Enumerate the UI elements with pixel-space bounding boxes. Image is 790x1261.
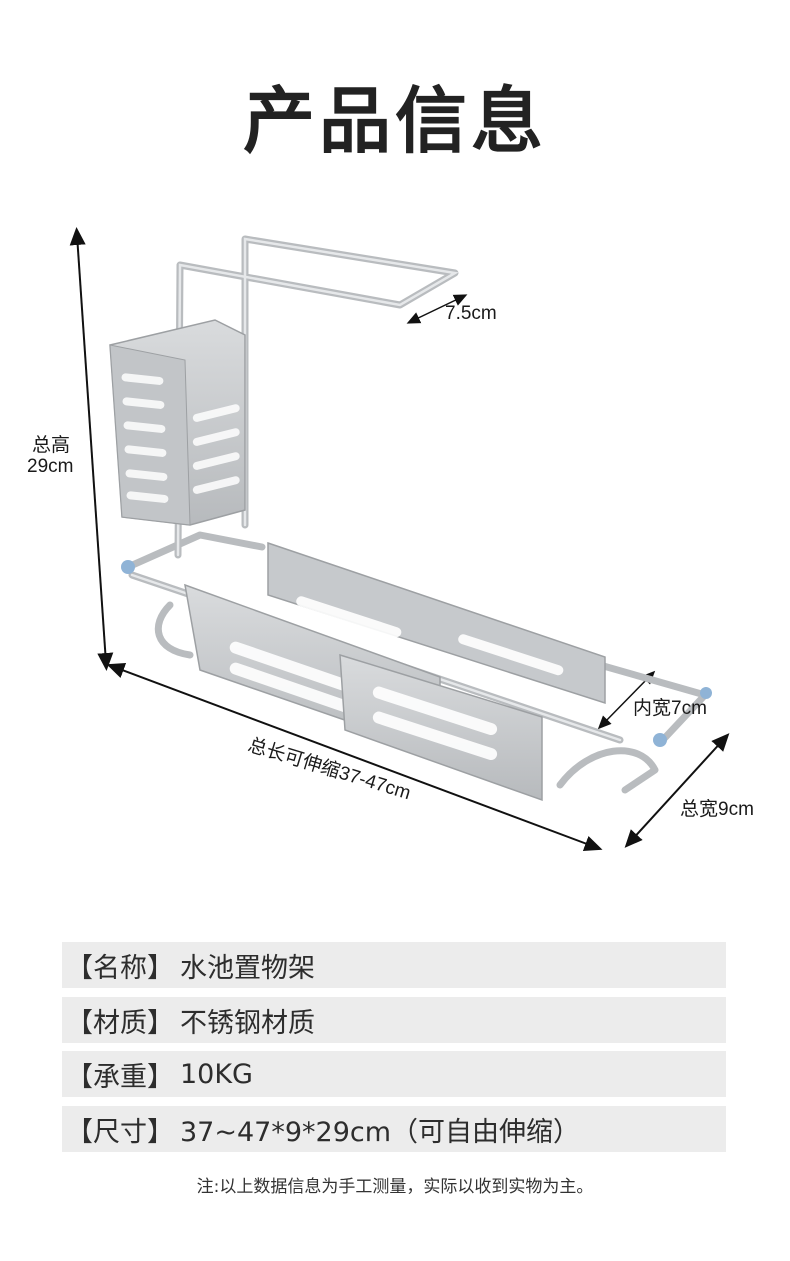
spec-key: 【名称】 — [66, 952, 174, 984]
total-width-arrow — [624, 733, 730, 848]
front-panel-right — [339, 653, 543, 802]
page-title: 产品信息 — [242, 79, 547, 163]
length-arrow — [106, 663, 603, 851]
total-width-label: 总宽9cm — [680, 799, 754, 820]
spec-value: 水池置物架 — [180, 952, 315, 984]
spec-key: 【材质】 — [66, 1007, 174, 1039]
back-panel — [267, 541, 606, 705]
spec-row-load: 【承重】 10KG — [62, 1051, 726, 1097]
foot-left — [154, 601, 194, 659]
spec-row-name: 【名称】 水池置物架 — [62, 942, 726, 988]
measurement-note: 注:以上数据信息为手工测量，实际以收到实物为主。 — [196, 1177, 594, 1197]
connector-top — [700, 687, 712, 699]
connector-left — [121, 560, 135, 574]
spec-value: 37~47*9*29cm（可自由伸缩） — [180, 1116, 581, 1148]
utensil-holder — [109, 319, 246, 526]
foot-right — [556, 747, 659, 794]
spec-row-size: 【尺寸】 37~47*9*29cm（可自由伸缩） — [62, 1106, 726, 1152]
height-arrow — [69, 227, 114, 671]
spec-key: 【尺寸】 — [66, 1116, 174, 1148]
sink-rack-illustration — [69, 227, 730, 851]
spec-value: 不锈钢材质 — [180, 1007, 315, 1039]
connector-right — [653, 733, 667, 747]
handle-width-arrow — [406, 294, 468, 324]
total-height-label: 总高 — [32, 435, 71, 456]
spec-value: 10KG — [180, 1058, 253, 1090]
side-rail-left — [124, 531, 266, 571]
total-height-value: 29cm — [27, 456, 74, 477]
spec-key: 【承重】 — [66, 1061, 174, 1093]
spec-row-material: 【材质】 不锈钢材质 — [62, 997, 726, 1043]
handle-width-label: 7.5cm — [445, 303, 497, 324]
inner-width-arrow — [597, 670, 656, 730]
inner-width-label: 内宽7cm — [633, 698, 707, 719]
